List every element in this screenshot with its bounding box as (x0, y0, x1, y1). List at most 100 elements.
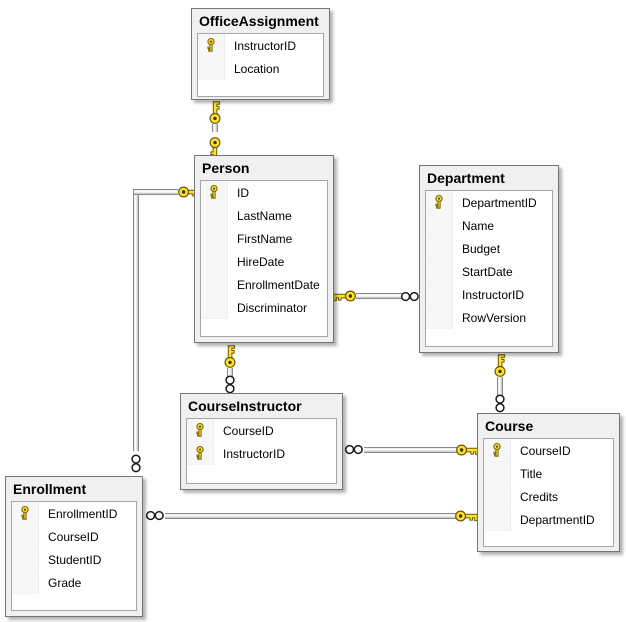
key-cell-empty (426, 237, 453, 260)
table-row[interactable]: InstructorID (426, 283, 552, 306)
primary-key-icon (201, 181, 228, 204)
table-row[interactable]: ID (201, 181, 327, 204)
key-cell-empty (484, 508, 511, 531)
field-name: DepartmentID (462, 195, 537, 210)
primary-key-icon (426, 191, 453, 214)
table-row[interactable]: Name (426, 214, 552, 237)
field-name: CourseID (223, 423, 274, 438)
table-row[interactable]: Location (198, 57, 323, 80)
table-title[interactable]: OfficeAssignment (199, 13, 319, 29)
field-name: Budget (462, 241, 501, 256)
table-title[interactable]: Course (485, 418, 534, 434)
primary-key-icon (484, 439, 511, 462)
infinity-many-end-icon (400, 290, 420, 303)
table-title[interactable]: Department (427, 170, 505, 186)
infinity-many-end-icon (130, 454, 143, 474)
table-grid: DepartmentID Name Budget StartDate Instr… (425, 190, 553, 347)
field-name: DepartmentID (520, 512, 595, 527)
infinity-many-end-icon (224, 375, 237, 395)
key-one-end-icon (208, 101, 222, 125)
table-row[interactable]: RowVersion (426, 306, 552, 329)
field-name: EnrollmentDate (237, 277, 320, 292)
key-cell-empty (484, 462, 511, 485)
key-cell-empty (426, 283, 453, 306)
key-cell-empty (201, 273, 228, 296)
key-one-end-icon (455, 443, 479, 457)
key-cell-empty (201, 296, 228, 319)
connector-line (212, 124, 218, 132)
connector-line (165, 513, 456, 519)
table-title[interactable]: Person (202, 160, 250, 176)
field-name: FirstName (237, 231, 293, 246)
table-row[interactable]: EnrollmentID (12, 502, 136, 525)
table-row[interactable]: HireDate (201, 250, 327, 273)
primary-key-icon (187, 419, 214, 442)
key-one-end-icon (454, 509, 478, 523)
key-cell-empty (201, 204, 228, 227)
table-title[interactable]: CourseInstructor (188, 398, 302, 414)
table-row[interactable]: LastName (201, 204, 327, 227)
key-cell-empty (198, 57, 225, 80)
table-enrollment[interactable]: Enrollment EnrollmentID CourseID Student… (5, 476, 143, 617)
table-course[interactable]: Course CourseID Title Credits Department… (477, 413, 620, 552)
key-cell-empty (12, 548, 39, 571)
primary-key-icon (187, 442, 214, 465)
table-officeassignment[interactable]: OfficeAssignment InstructorID Location (191, 8, 330, 100)
key-cell-empty (484, 485, 511, 508)
table-row[interactable]: Credits (484, 485, 613, 508)
table-row[interactable]: CourseID (12, 525, 136, 548)
infinity-many-end-icon (145, 509, 165, 522)
table-row[interactable]: FirstName (201, 227, 327, 250)
table-row[interactable]: CourseID (484, 439, 613, 462)
field-name: Location (234, 61, 280, 76)
table-row[interactable]: InstructorID (198, 34, 323, 57)
field-name: StartDate (462, 264, 513, 279)
field-name: ID (237, 185, 249, 200)
key-cell-empty (426, 260, 453, 283)
table-row[interactable]: StartDate (426, 260, 552, 283)
table-courseinstructor[interactable]: CourseInstructor CourseID InstructorID (180, 393, 343, 490)
key-one-end-icon (333, 289, 357, 303)
field-name: Grade (48, 575, 82, 590)
table-row[interactable]: Title (484, 462, 613, 485)
primary-key-icon (198, 34, 225, 57)
key-one-end-icon (223, 345, 237, 369)
table-row[interactable]: Grade (12, 571, 136, 594)
table-row[interactable]: Budget (426, 237, 552, 260)
table-grid: EnrollmentID CourseID StudentID Grade (11, 501, 137, 611)
field-name: Discriminator (237, 300, 308, 315)
table-grid: CourseID Title Credits DepartmentID (483, 438, 614, 547)
infinity-many-end-icon (494, 394, 507, 414)
connector-line (497, 377, 503, 398)
field-name: InstructorID (223, 446, 286, 461)
key-cell-empty (201, 227, 228, 250)
primary-key-icon (12, 502, 39, 525)
table-row[interactable]: InstructorID (187, 442, 336, 465)
key-cell-empty (12, 571, 39, 594)
table-row[interactable]: StudentID (12, 548, 136, 571)
table-row[interactable]: DepartmentID (426, 191, 552, 214)
table-grid: InstructorID Location (197, 33, 324, 97)
table-row[interactable]: CourseID (187, 419, 336, 442)
infinity-many-end-icon (344, 443, 364, 456)
field-name: CourseID (520, 443, 571, 458)
field-name: InstructorID (462, 287, 525, 302)
field-name: EnrollmentID (48, 506, 118, 521)
connector-line (364, 447, 457, 453)
table-title[interactable]: Enrollment (13, 481, 87, 497)
connector-line (356, 293, 402, 299)
table-person[interactable]: Person ID LastName FirstName HireDate En… (194, 155, 334, 343)
field-name: Credits (520, 489, 559, 504)
table-row[interactable]: EnrollmentDate (201, 273, 327, 296)
table-grid: CourseID InstructorID (186, 418, 337, 484)
table-row[interactable]: Discriminator (201, 296, 327, 319)
key-cell-empty (201, 250, 228, 273)
connector-line (227, 368, 233, 379)
key-cell-empty (426, 306, 453, 329)
connector-line (134, 189, 178, 195)
connector-line (133, 189, 139, 451)
table-grid: ID LastName FirstName HireDate Enrollmen… (200, 180, 328, 337)
table-row[interactable]: DepartmentID (484, 508, 613, 531)
table-department[interactable]: Department DepartmentID Name Budget Star… (419, 165, 559, 353)
